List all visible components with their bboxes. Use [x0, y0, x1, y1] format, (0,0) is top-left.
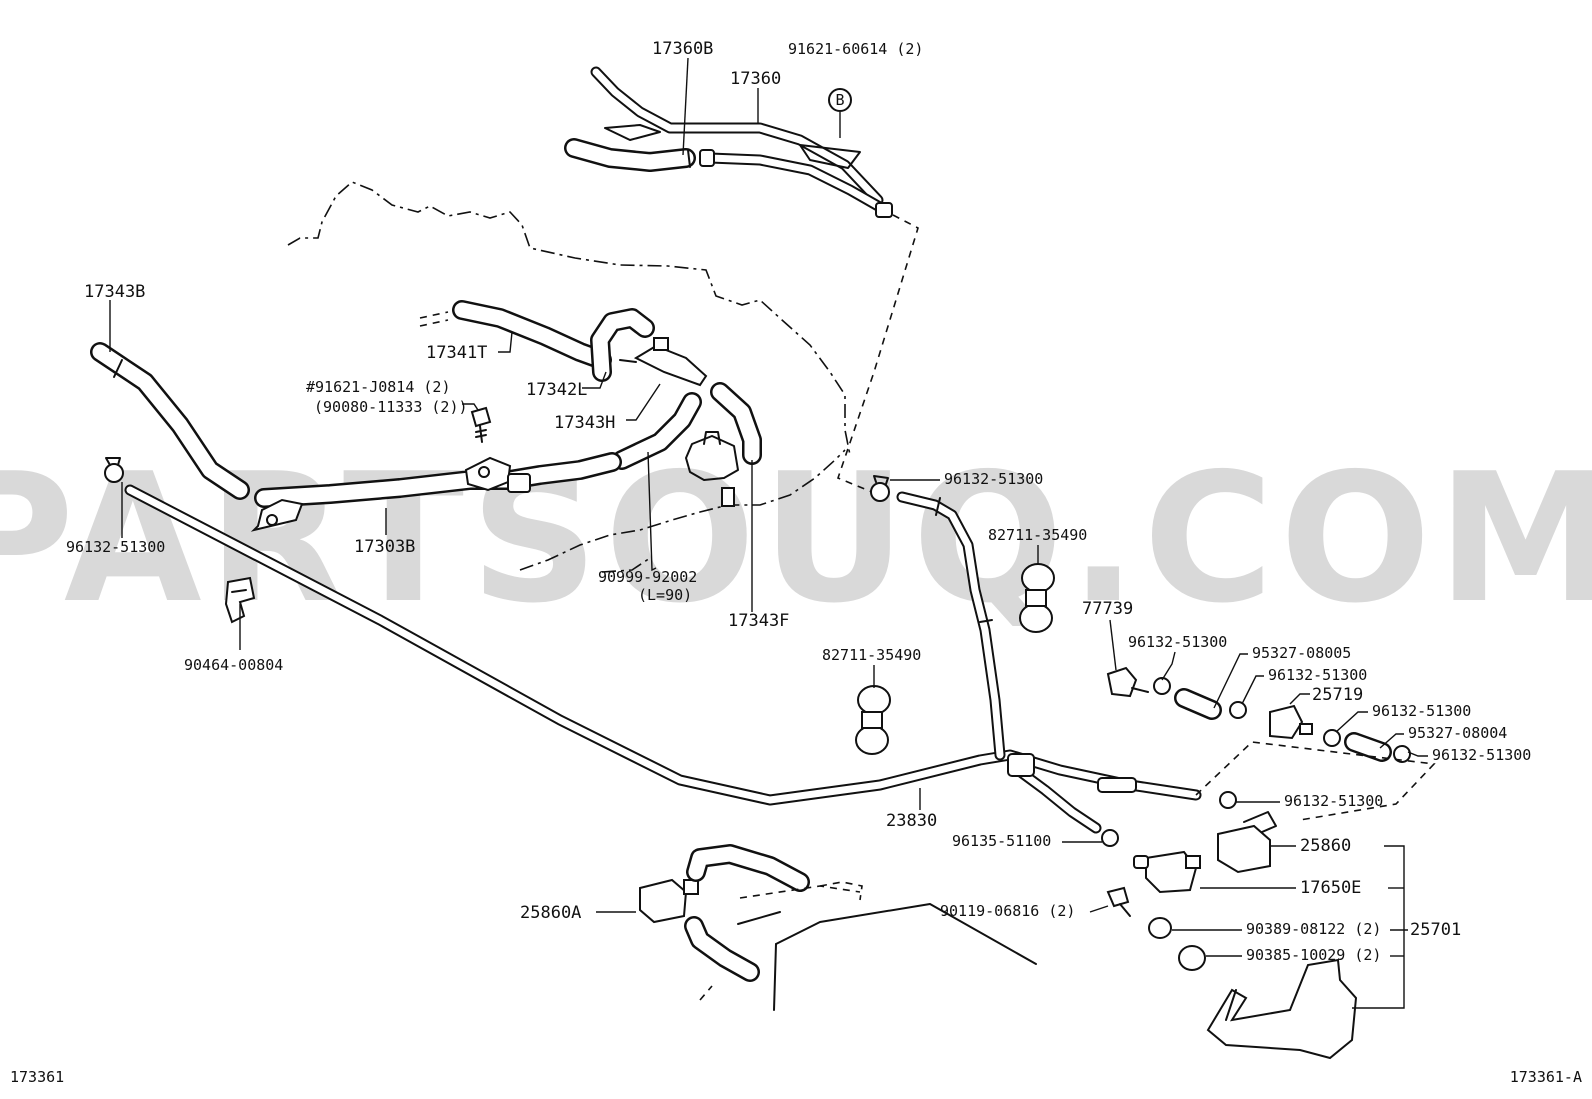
label-17343B: 17343B: [84, 282, 145, 302]
label-91621-J0814: #91621-J0814 (2): [306, 378, 451, 396]
hose-95327-08005: [1174, 688, 1222, 720]
bracket-25701: [1206, 958, 1358, 1060]
clip-96132-51300-e: [1323, 729, 1341, 747]
clip-96132-51300-f: [1393, 745, 1411, 763]
hose-95327-08004: [1344, 732, 1392, 762]
hose-17342L: [590, 308, 655, 382]
label-90385-10029: 90385-10029 (2): [1246, 946, 1381, 964]
vsv-17650E: [1133, 850, 1201, 894]
label-23830: 23830: [886, 811, 937, 831]
link-dashed-right: [1195, 741, 1436, 821]
clip-96132-51300-c: [1153, 677, 1171, 695]
clip-96132-51300-upper: [870, 475, 890, 502]
label-96132-51300-e: 96132-51300: [1372, 702, 1471, 720]
diagram-code-left: 173361: [10, 1068, 64, 1086]
clamp-82711-35490-right: [1019, 563, 1055, 633]
label-90080-11333: (90080-11333 (2)): [314, 398, 468, 416]
label-90999-92002: 90999-92002: [598, 568, 697, 586]
vsv-25719: [1269, 704, 1313, 740]
hose-17360B: [564, 138, 696, 172]
label-17650E: 17650E: [1300, 878, 1361, 898]
label-90464-00804: 90464-00804: [184, 656, 283, 674]
label-95327-08004: 95327-08004: [1408, 724, 1507, 742]
clip-96135-51100: [1101, 829, 1119, 847]
label-L90: (L=90): [638, 586, 692, 604]
clip-96132-51300-left: [104, 457, 124, 483]
label-82711-35490-middle: 82711-35490: [822, 646, 921, 664]
label-17343F: 17343F: [728, 611, 789, 631]
marker-b-circle: [828, 88, 852, 112]
pipe-17303B: [250, 452, 622, 532]
label-17360: 17360: [730, 69, 781, 89]
clamp-90464-00804: [224, 576, 256, 624]
valve-17343H: [619, 337, 708, 387]
label-90119-06816: 90119-06816 (2): [940, 902, 1075, 920]
clamp-82711-35490-middle: [855, 685, 891, 755]
label-25860A: 25860A: [520, 903, 581, 923]
label-82711-35490-right: 82711-35490: [988, 526, 1087, 544]
label-17341T: 17341T: [426, 343, 487, 363]
link-dashed-top: [837, 214, 919, 493]
label-96132-51300-upper: 96132-51300: [944, 470, 1043, 488]
label-96132-51300-d: 96132-51300: [1268, 666, 1367, 684]
grommet-90389-08122: [1148, 917, 1172, 939]
label-25701: 25701: [1410, 920, 1461, 940]
clip-96132-51300-d: [1229, 701, 1247, 719]
label-17342L: 17342L: [526, 380, 587, 400]
pipe-23830: [124, 484, 1202, 834]
label-96132-51300-g: 96132-51300: [1284, 792, 1383, 810]
hose-90999-92002: [612, 392, 702, 470]
marker-b-label: B: [835, 91, 844, 109]
label-96132-51300-left: 96132-51300: [66, 538, 165, 556]
label-91621-60614: 91621-60614 (2): [788, 40, 923, 58]
bolt-91621-J0814: [470, 406, 492, 443]
label-96132-51300-f: 96132-51300: [1432, 746, 1531, 764]
throttle-body: [685, 431, 739, 507]
grommet-90385-10029: [1178, 945, 1206, 971]
label-95327-08005: 95327-08005: [1252, 644, 1351, 662]
diagram-code-right: 173361-A: [1510, 1068, 1582, 1086]
watermark: PARTSOUQ.COM: [0, 435, 1592, 642]
leader-lines: [109, 57, 1428, 1009]
hose-25860A: [684, 844, 810, 982]
label-17303B: 17303B: [354, 537, 415, 557]
vsv-25860: [1217, 811, 1277, 874]
label-77739: 77739: [1082, 599, 1133, 619]
label-25860: 25860: [1300, 836, 1351, 856]
label-25719: 25719: [1312, 685, 1363, 705]
label-96132-51300-c: 96132-51300: [1128, 633, 1227, 651]
canister: [699, 881, 1037, 1011]
engine-outline: [287, 181, 851, 573]
bolt-90119-06816: [1106, 886, 1131, 917]
label-17360B: 17360B: [652, 39, 713, 59]
clip-96132-51300-g: [1219, 791, 1237, 809]
label-96135-51100: 96135-51100: [952, 832, 1051, 850]
valve-77739: [1106, 666, 1149, 698]
hose-17343F: [710, 382, 762, 465]
label-90389-08122: 90389-08122 (2): [1246, 920, 1381, 938]
hose-17341T: [419, 300, 612, 370]
label-17343H: 17343H: [554, 413, 615, 433]
hose-17343B: [90, 342, 250, 500]
vsv-25860A: [639, 878, 699, 924]
pipe-17360: [590, 66, 893, 218]
